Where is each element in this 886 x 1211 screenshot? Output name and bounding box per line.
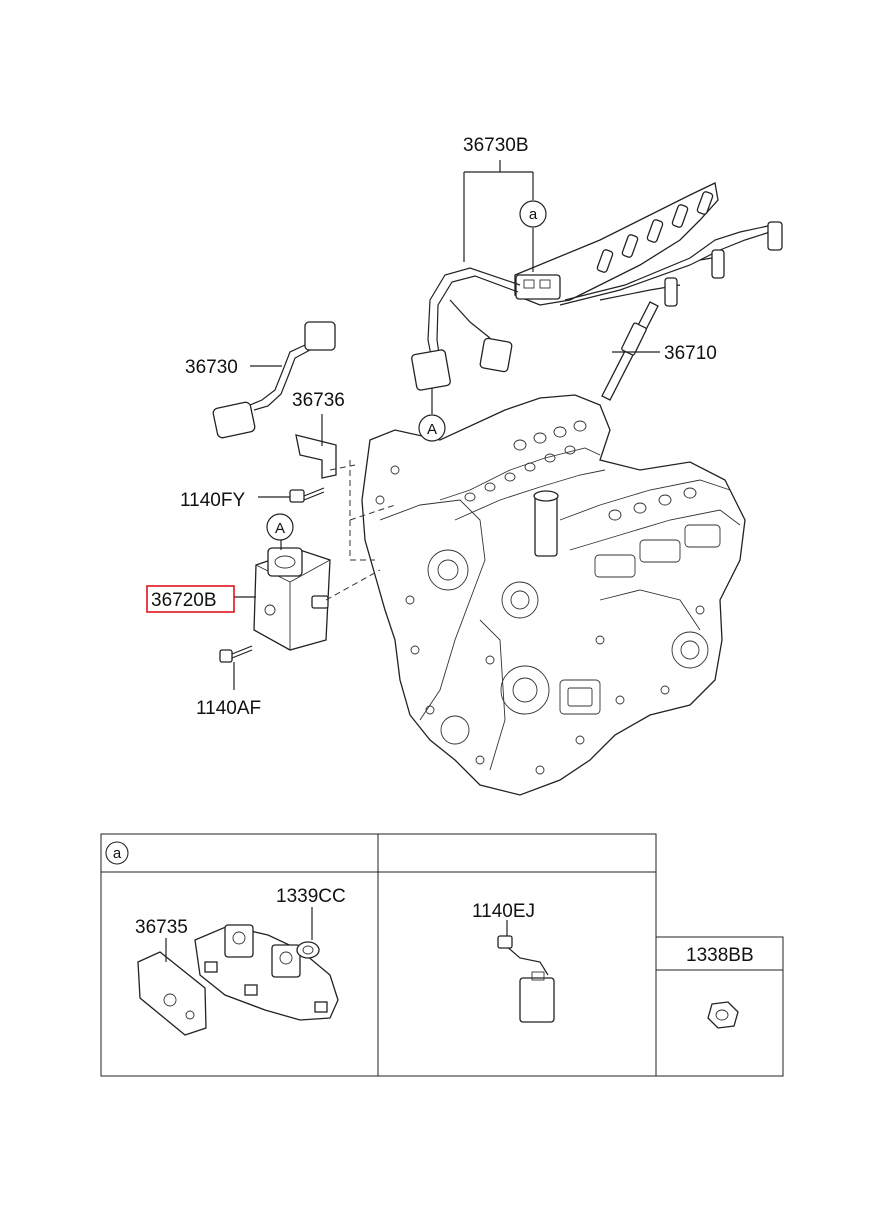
leader-lines — [233, 160, 660, 690]
detail-table: a 36735 1339CC — [100, 833, 784, 1077]
nut-1338bb-illustration — [707, 1001, 739, 1029]
svg-text:A: A — [427, 421, 437, 438]
harness-plug-boots — [596, 191, 714, 273]
svg-text:A: A — [275, 520, 285, 537]
cam-holes-left — [464, 420, 587, 502]
table-callout-36735[interactable]: 36735 — [135, 917, 188, 938]
bolt-1140af-illustration — [219, 645, 253, 663]
nut-1339cc-illustration — [296, 941, 320, 959]
table-ref-circle-a: a — [105, 841, 129, 865]
callout-1140af[interactable]: 1140AF — [196, 698, 261, 719]
glow-plug-connector-1140ej-illustration — [497, 935, 555, 1023]
glow-plug-illustration — [601, 301, 659, 401]
table-callout-1338bb[interactable]: 1338BB — [686, 945, 754, 966]
wiring-harness-illustration — [411, 182, 783, 391]
engine-block-illustration — [361, 394, 746, 796]
svg-text:a: a — [529, 206, 538, 223]
bolt-1140fy-illustration — [289, 487, 325, 503]
bolt-bosses — [375, 465, 705, 775]
callout-1140fy[interactable]: 1140FY — [180, 490, 245, 511]
sensor-connector-illustration — [212, 321, 336, 439]
control-unit-illustration — [253, 547, 331, 651]
table-callout-1339cc[interactable]: 1339CC — [276, 886, 346, 907]
table-callout-1140ej[interactable]: 1140EJ — [472, 901, 535, 922]
cam-holes-right — [594, 487, 721, 578]
svg-text:a: a — [113, 845, 122, 862]
ref-circle-a-small: a — [519, 200, 547, 228]
callout-36730b[interactable]: 36730B — [463, 135, 529, 156]
bracket-illustration — [295, 434, 337, 479]
highlight-box — [146, 585, 235, 613]
bracket-36735-illustration — [137, 924, 339, 1036]
ref-circle-A-lower: A — [266, 513, 294, 541]
callout-36720b[interactable]: 36720B — [151, 590, 217, 611]
callout-36730[interactable]: 36730 — [185, 357, 238, 378]
callout-36736[interactable]: 36736 — [292, 390, 345, 411]
callout-36710[interactable]: 36710 — [664, 343, 717, 364]
ref-circle-A-upper: A — [418, 414, 446, 442]
installation-guides — [325, 460, 396, 601]
